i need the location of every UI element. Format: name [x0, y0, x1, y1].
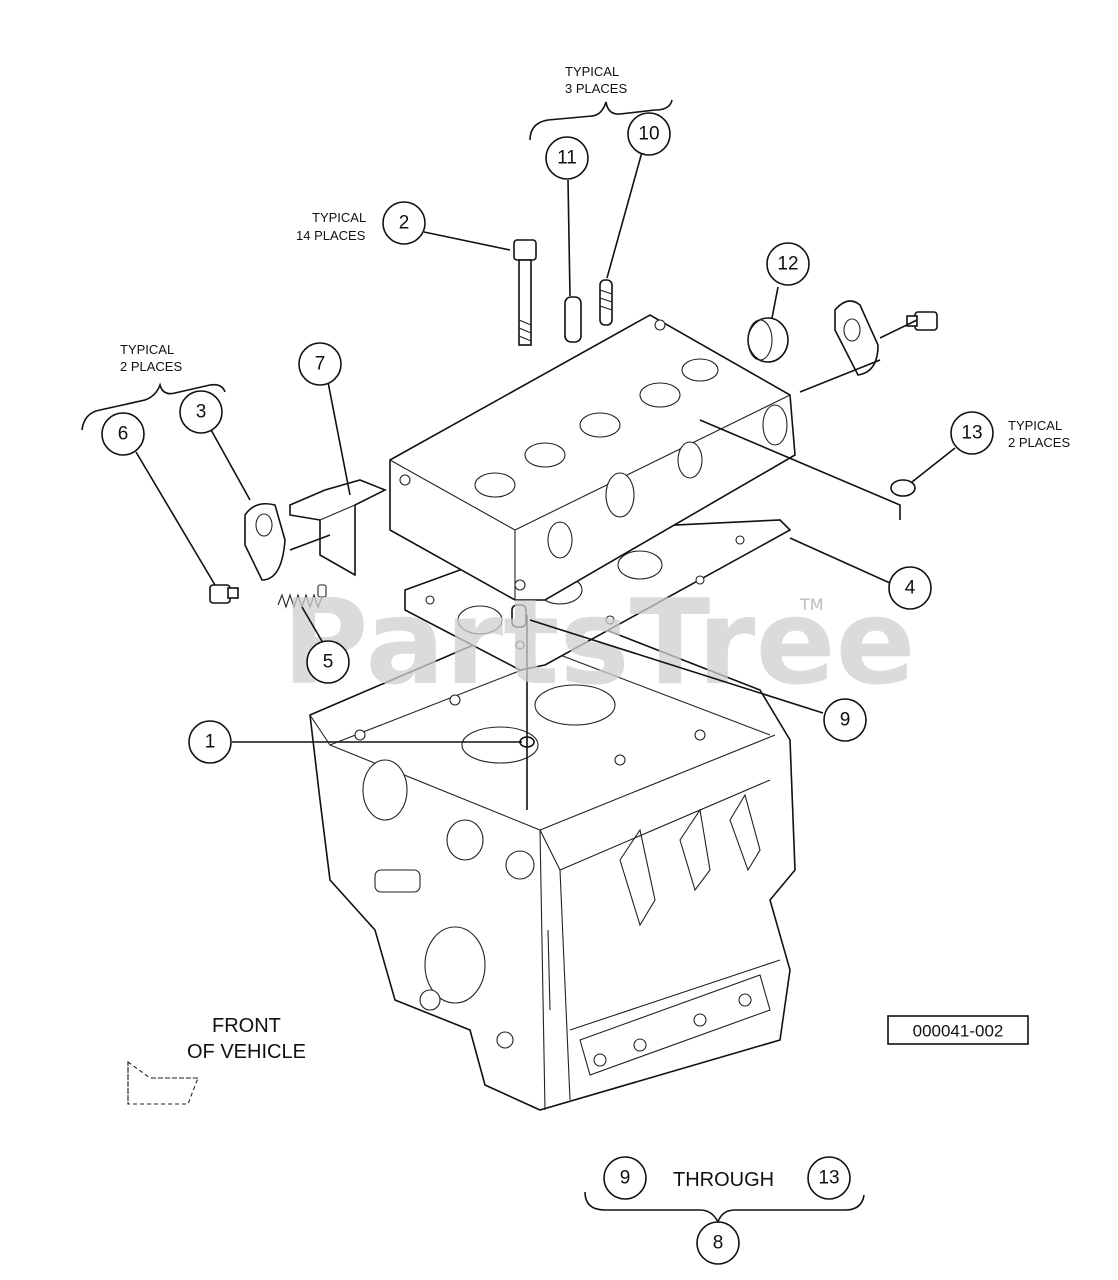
brace-typical-2-left [81, 382, 226, 431]
svg-text:TYPICAL: TYPICAL [1008, 418, 1062, 433]
callout-6: 6 [101, 412, 145, 456]
drawing-number: 000041-002 [913, 1022, 1004, 1041]
head-bolt [513, 239, 537, 346]
front-of-vehicle-label: FRONT OF VEHICLE [187, 1015, 306, 1063]
cylinder-head [389, 314, 796, 601]
valve-cap-11 [564, 296, 582, 343]
svg-text:OF VEHICLE: OF VEHICLE [187, 1041, 306, 1063]
note-typical-2-places-left: TYPICAL 2 PLACES [120, 342, 182, 374]
svg-text:2 PLACES: 2 PLACES [1008, 435, 1070, 450]
callout-7: 7 [298, 342, 342, 386]
callout-1: 1 [188, 720, 232, 764]
note-typical-14-places: TYPICAL 14 PLACES [296, 210, 366, 243]
dowel-9 [511, 604, 527, 628]
callout-10: 10 [627, 112, 671, 156]
note-through: THROUGH [673, 1169, 774, 1191]
engine-hanger-right [834, 300, 879, 376]
note-typical-3-places: TYPICAL 3 PLACES [565, 64, 627, 96]
callout-5: 5 [306, 640, 350, 684]
svg-text:2: 2 [399, 213, 410, 234]
svg-text:1: 1 [205, 732, 216, 753]
svg-text:3: 3 [196, 402, 207, 423]
callout-13-through: 13 [807, 1156, 851, 1200]
plug-12 [747, 317, 789, 363]
svg-text:TYPICAL: TYPICAL [565, 64, 619, 79]
svg-text:FRONT: FRONT [212, 1015, 281, 1037]
callout-9-through: 9 [603, 1156, 647, 1200]
front-direction-arrow-icon [127, 1060, 199, 1105]
svg-text:3 PLACES: 3 PLACES [565, 81, 627, 96]
callout-8: 8 [696, 1221, 740, 1265]
note-typical-2-places-right: TYPICAL 2 PLACES [1008, 418, 1070, 450]
callout-3: 3 [179, 390, 223, 434]
callout-9: 9 [823, 698, 867, 742]
svg-text:13: 13 [961, 423, 982, 444]
bracket-7 [289, 479, 387, 577]
svg-text:9: 9 [620, 1168, 631, 1189]
svg-text:6: 6 [118, 424, 129, 445]
stud-10 [599, 279, 613, 326]
callout-11: 11 [545, 136, 589, 180]
svg-text:2 PLACES: 2 PLACES [120, 359, 182, 374]
svg-text:4: 4 [905, 578, 916, 599]
drawing-number-box: 000041-002 [887, 1015, 1029, 1045]
callout-12: 12 [766, 242, 810, 286]
watermark-tm: TM [799, 595, 824, 614]
svg-text:7: 7 [315, 354, 326, 375]
svg-text:TYPICAL: TYPICAL [312, 210, 366, 225]
o-ring-13 [890, 479, 916, 497]
svg-text:13: 13 [818, 1168, 839, 1189]
engine-block [309, 609, 796, 1111]
svg-text:14 PLACES: 14 PLACES [296, 228, 366, 243]
svg-text:12: 12 [777, 254, 798, 275]
svg-text:8: 8 [713, 1233, 724, 1254]
spring-5 [277, 584, 327, 609]
callout-13: 13 [950, 411, 994, 455]
callout-4: 4 [888, 566, 932, 610]
leader-lines [135, 151, 956, 743]
hanger-bolt-left [209, 584, 239, 604]
svg-text:10: 10 [638, 124, 659, 145]
brace-typical-3 [529, 99, 673, 141]
hanger-bolt-right [906, 311, 938, 331]
engine-hanger-left [244, 502, 286, 581]
svg-text:TYPICAL: TYPICAL [120, 342, 174, 357]
callout-2: 2 [382, 201, 426, 245]
svg-text:11: 11 [557, 148, 577, 169]
svg-text:9: 9 [840, 710, 851, 731]
svg-text:5: 5 [323, 652, 334, 673]
